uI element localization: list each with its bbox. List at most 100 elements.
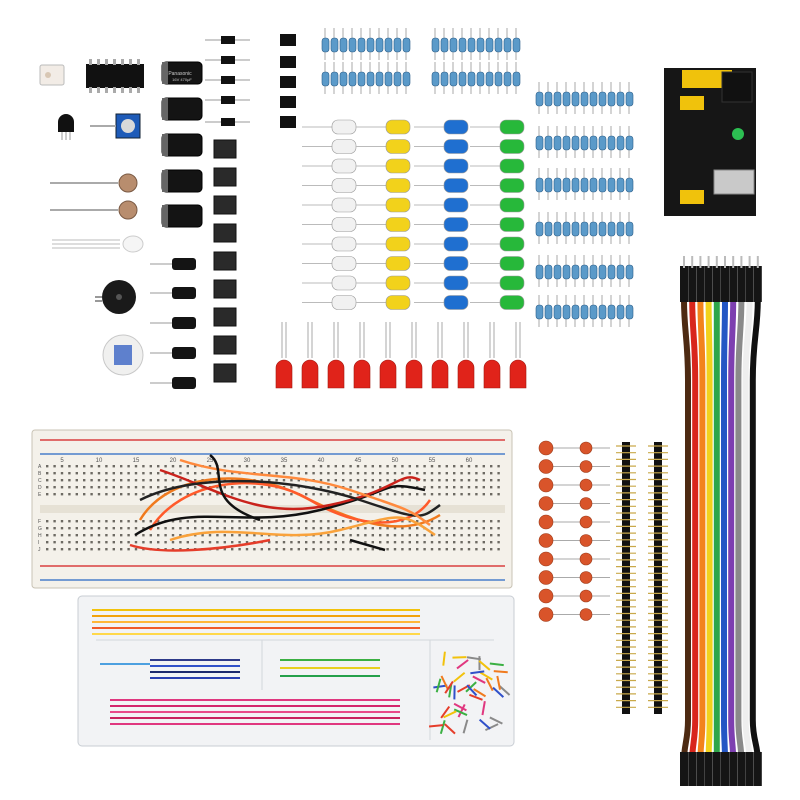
led	[499, 197, 525, 213]
short-wire-mix	[428, 651, 511, 735]
breadboard-column-label: 20	[170, 458, 177, 464]
breadboard-hole	[445, 541, 448, 544]
breadboard-hole	[305, 472, 308, 475]
breadboard-hole	[245, 520, 249, 523]
breadboard-hole	[120, 520, 123, 523]
breadboard-hole	[231, 541, 234, 544]
breadboard-hole	[208, 541, 212, 544]
dupont-connector	[753, 266, 762, 302]
breadboard-hole	[445, 548, 448, 551]
led	[443, 119, 469, 135]
breadboard-hole	[379, 534, 382, 537]
resistor	[598, 264, 607, 280]
breadboard-hole	[490, 486, 493, 489]
breadboard-hole	[356, 548, 360, 551]
led	[331, 256, 357, 271]
breadboard-hole	[460, 472, 463, 475]
resistor	[571, 177, 580, 193]
breadboard-hole	[445, 527, 448, 530]
breadboard-hole	[53, 486, 56, 489]
ceramic-capacitor	[538, 477, 554, 493]
breadboard-hole	[460, 541, 463, 544]
resistor	[503, 71, 512, 87]
breadboard-hole	[371, 527, 374, 530]
breadboard-hole	[430, 541, 434, 544]
resistor	[607, 264, 616, 280]
breadboard-hole	[186, 493, 189, 496]
breadboard-hole	[275, 520, 278, 523]
breadboard-hole	[97, 534, 101, 537]
led	[443, 139, 469, 154]
breadboard-column-label: 55	[429, 458, 436, 464]
led	[385, 217, 411, 232]
breadboard-hole	[53, 541, 56, 544]
resistor	[562, 304, 571, 320]
breadboard-hole	[223, 465, 226, 468]
resistor	[402, 71, 411, 87]
breadboard-hole	[467, 472, 471, 475]
breadboard-hole	[379, 465, 382, 468]
short-wire	[444, 680, 454, 694]
breadboard-hole	[371, 541, 374, 544]
breadboard-hole	[134, 472, 138, 475]
breadboard-hole	[319, 479, 323, 482]
breadboard-hole	[179, 520, 182, 523]
ribbon-wire	[721, 299, 728, 761]
red-led	[405, 359, 423, 389]
breadboard-hole	[482, 520, 485, 523]
breadboard-hole	[482, 534, 485, 537]
resistor	[607, 221, 616, 237]
ribbon-wire	[689, 299, 699, 761]
breadboard-hole	[268, 541, 271, 544]
breadboard-hole	[460, 520, 463, 523]
breadboard-hole	[490, 548, 493, 551]
breadboard-hole	[171, 548, 175, 551]
short-wire	[453, 708, 468, 716]
breadboard-hole	[97, 548, 101, 551]
resistor	[562, 264, 571, 280]
led	[385, 275, 411, 291]
resistor	[625, 135, 634, 151]
resistor	[366, 71, 375, 87]
breadboard-hole	[386, 465, 389, 468]
breadboard-hole	[430, 520, 434, 523]
breadboard-hole	[379, 541, 382, 544]
breadboard-hole	[371, 548, 374, 551]
breadboard-hole	[186, 541, 189, 544]
led	[385, 295, 411, 310]
short-wire	[469, 693, 483, 701]
breadboard-hole	[379, 479, 382, 482]
breadboard-hole	[408, 465, 411, 468]
led	[499, 158, 525, 174]
short-wire	[440, 705, 451, 719]
breadboard-hole	[282, 465, 286, 468]
resistor	[348, 71, 357, 87]
dupont-connector	[753, 752, 762, 786]
breadboard-hole	[60, 479, 64, 482]
breadboard-hole	[460, 465, 463, 468]
potentiometer-icon	[90, 113, 141, 139]
breadboard-hole	[171, 520, 175, 523]
breadboard-hole	[142, 472, 145, 475]
short-wire	[498, 684, 511, 696]
piezo-disc-icon	[102, 334, 144, 376]
breadboard-hole	[349, 486, 352, 489]
breadboard-hole	[438, 541, 441, 544]
breadboard-row-label: C	[38, 478, 42, 484]
breadboard-hole	[112, 493, 115, 496]
ceramic-capacitor	[579, 515, 593, 529]
breadboard-hole	[430, 548, 434, 551]
resistor	[571, 135, 580, 151]
breadboard-hole	[334, 472, 337, 475]
breadboard-hole	[268, 527, 271, 530]
resistor	[589, 304, 598, 320]
breadboard-hole	[97, 472, 101, 475]
ceramic-capacitor	[579, 534, 593, 547]
breadboard-hole	[60, 493, 64, 496]
breadboard-hole	[275, 493, 278, 496]
breadboard-hole	[438, 472, 441, 475]
dupont-pin	[683, 256, 685, 268]
short-wire	[470, 670, 485, 675]
breadboard-hole	[497, 548, 500, 551]
resistor	[598, 135, 607, 151]
